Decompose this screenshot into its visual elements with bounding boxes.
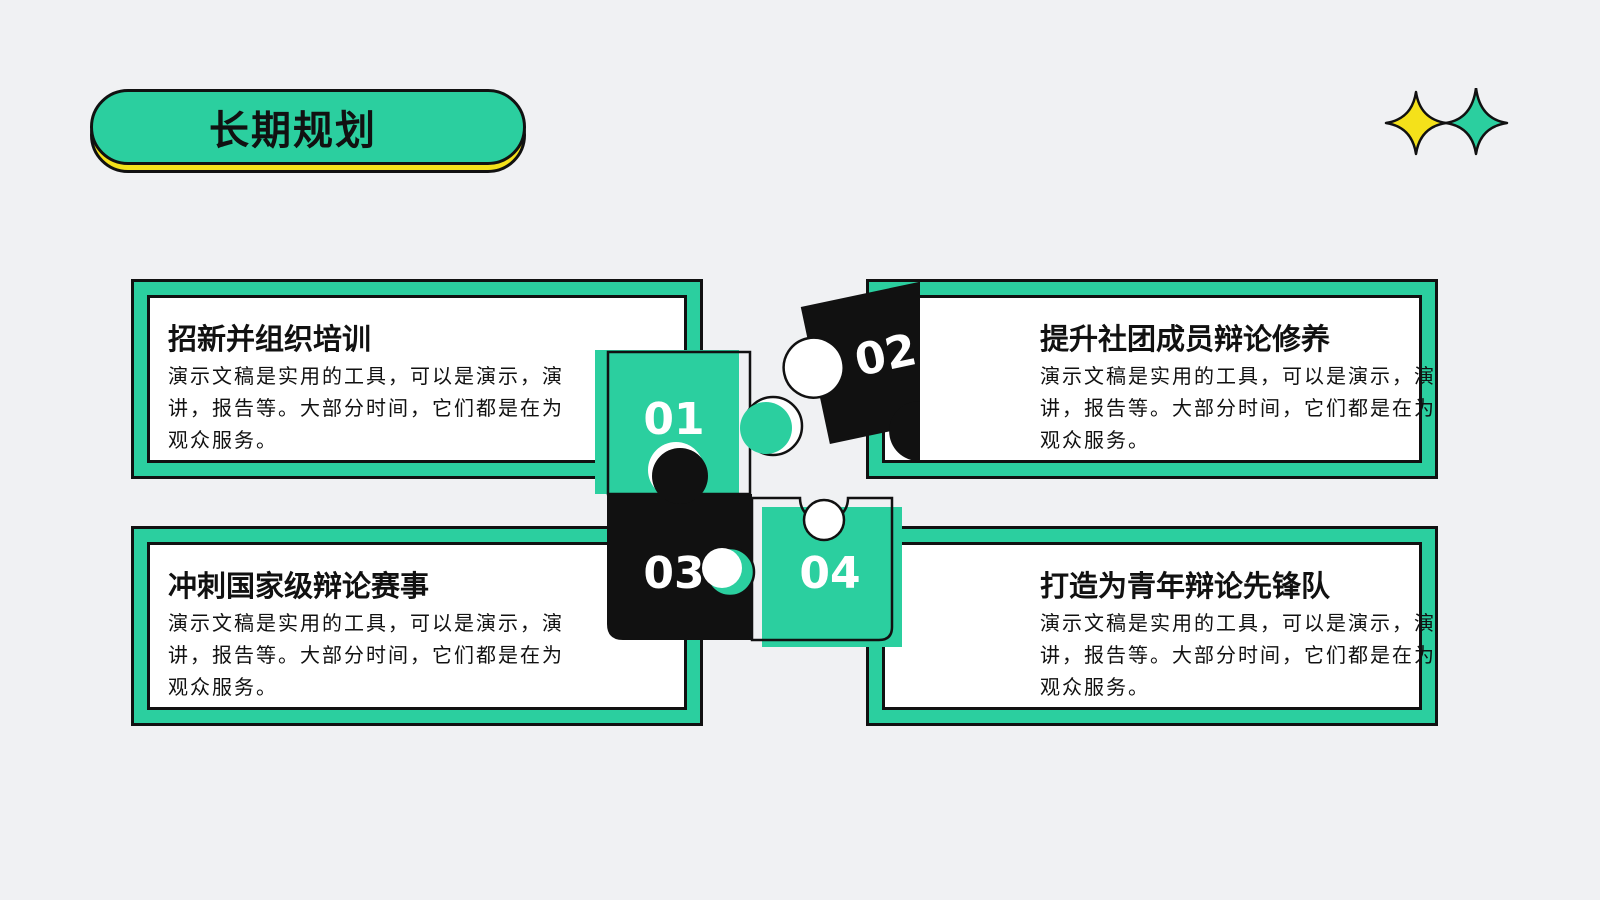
card-1-title: 招新并组织培训 xyxy=(168,322,372,356)
puzzle-piece-2 xyxy=(782,281,920,462)
card-3-title: 冲刺国家级辩论赛事 xyxy=(168,569,430,603)
card-4-inner: 打造为青年辩论先锋队 演示文稿是实用的工具，可以是演示，演讲，报告等。大部分时间… xyxy=(882,542,1434,710)
puzzle-piece-4: 04 xyxy=(750,496,902,647)
yellow-sparkle-icon xyxy=(1384,90,1448,156)
card-4-title: 打造为青年辩论先锋队 xyxy=(1040,569,1331,603)
puzzle-graphic: 04 03 01 02 xyxy=(595,281,920,647)
card-4: 打造为青年辩论先锋队 演示文稿是实用的工具，可以是演示，演讲，报告等。大部分时间… xyxy=(866,526,1438,726)
puzzle-piece-1: 01 xyxy=(595,350,804,504)
card-2-inner: 提升社团成员辩论修养 演示文稿是实用的工具，可以是演示，演讲，报告等。大部分时间… xyxy=(882,295,1434,463)
sparkles xyxy=(1384,88,1509,156)
card-3-inner: 冲刺国家级辩论赛事 演示文稿是实用的工具，可以是演示，演讲，报告等。大部分时间，… xyxy=(147,542,687,710)
green-sparkle-icon xyxy=(1444,88,1509,156)
puzzle-piece-3: 03 xyxy=(607,494,756,640)
puzzle-number-4: 04 xyxy=(799,548,860,599)
puzzle-number-3: 03 xyxy=(643,548,704,599)
puzzle-number-1: 01 xyxy=(643,394,704,445)
card-2-body: 演示文稿是实用的工具，可以是演示，演讲，报告等。大部分时间，它们都是在为观众服务… xyxy=(1040,364,1436,452)
card-3-body: 演示文稿是实用的工具，可以是演示，演讲，报告等。大部分时间，它们都是在为观众服务… xyxy=(168,611,564,699)
card-4-body: 演示文稿是实用的工具，可以是演示，演讲，报告等。大部分时间，它们都是在为观众服务… xyxy=(1040,611,1436,699)
card-2-title: 提升社团成员辩论修养 xyxy=(1040,322,1331,356)
page-title: 长期规划 xyxy=(209,108,377,154)
card-1-body: 演示文稿是实用的工具，可以是演示，演讲，报告等。大部分时间，它们都是在为观众服务… xyxy=(168,364,564,452)
card-2: 提升社团成员辩论修养 演示文稿是实用的工具，可以是演示，演讲，报告等。大部分时间… xyxy=(866,279,1438,479)
puzzle-number-2: 02 xyxy=(850,324,920,387)
title-pill: 长期规划 xyxy=(90,89,526,165)
card-3: 冲刺国家级辩论赛事 演示文稿是实用的工具，可以是演示，演讲，报告等。大部分时间，… xyxy=(131,526,703,726)
